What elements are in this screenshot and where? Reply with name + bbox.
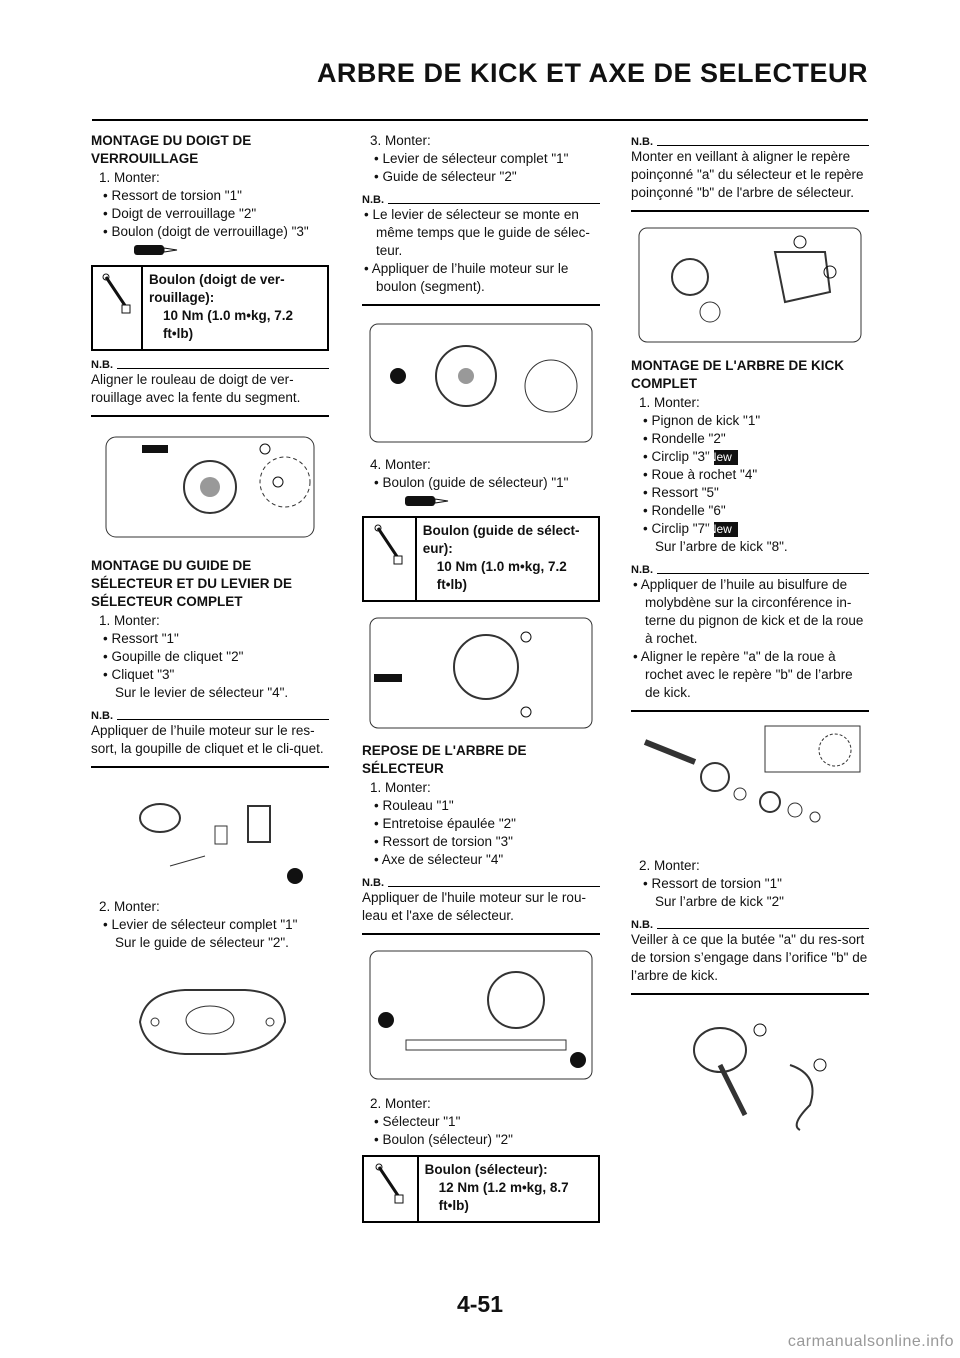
page-title: ARBRE DE KICK ET AXE DE SELECTEUR — [316, 58, 868, 88]
column-3: N.B. Monter en veillant à aligner le rep… — [631, 132, 869, 1145]
torque-box: Boulon (doigt de ver-rouillage): 10 Nm (… — [91, 265, 329, 351]
note-text: Monter en veillant à aligner le repère p… — [631, 148, 869, 212]
page-number: 4-51 — [456, 1291, 504, 1317]
note-text: Aligner le rouleau de doigt de ver-rouil… — [91, 371, 329, 417]
section-title-doigt: MONTAGE DU DOIGT DE VERROUILLAGE — [91, 133, 252, 166]
note-label: N.B. — [631, 136, 653, 148]
title-rule — [92, 119, 868, 121]
list-item: • Boulon (sélecteur) "2" — [374, 1132, 513, 1147]
list-item: • Entretoise épaulée "2" — [374, 816, 516, 831]
section-title-repose: REPOSE DE L'ARBRE DE SÉLECTEUR — [362, 743, 527, 776]
torque-wrench-icon — [364, 1157, 419, 1221]
step-2: 2. Monter: — [639, 858, 700, 873]
section-title-kick: MONTAGE DE L'ARBRE DE KICK COMPLET — [631, 358, 844, 391]
list-item: • Pignon de kick "1" — [643, 413, 761, 428]
torque-name: Boulon (guide de sélect-eur): — [422, 523, 580, 556]
note-item: • Le levier de sélecteur se monte en mêm… — [364, 207, 590, 258]
list-item: • Ressort de torsion "3" — [374, 834, 513, 849]
figure-selector-marks — [638, 227, 862, 343]
list-item-cont: Sur le guide de sélecteur "2". — [115, 935, 289, 950]
note-label: N.B. — [362, 194, 384, 206]
list-item-cont: Sur l’arbre de kick "2" — [655, 894, 784, 909]
list-item: • Levier de sélecteur complet "1" — [374, 151, 569, 166]
note-label: N.B. — [91, 710, 113, 722]
list-item-cont: Sur le levier de sélecteur "4". — [115, 685, 289, 700]
step-1: 1. Monter: — [99, 170, 160, 185]
figure-lock-finger — [105, 436, 315, 538]
torque-wrench-icon — [93, 267, 143, 349]
note-label: N.B. — [631, 919, 653, 931]
list-item: • Doigt de verrouillage "2" — [103, 206, 257, 221]
list-item: • Ressort de torsion "1" — [103, 188, 242, 203]
new-badge: New — [708, 521, 738, 537]
list-item: • Roue à rochet "4" — [643, 467, 758, 482]
note-item: • Aligner le repère "a" de la roue à roc… — [633, 649, 853, 700]
torque-box: Boulon (guide de sélect-eur): 10 Nm (1.0… — [362, 516, 600, 602]
figure-shift-shaft — [369, 950, 593, 1080]
figure-ratchet — [139, 803, 303, 884]
list-item: • Rondelle "6" — [643, 503, 726, 518]
list-item: • Levier de sélecteur complet "1" — [103, 917, 298, 932]
list-item: • Ressort "1" — [103, 631, 179, 646]
step-4: 4. Monter: — [370, 457, 431, 472]
note-block: N.B. • Appliquer de l’huile au bisulfure… — [631, 564, 869, 712]
list-item: • Rondelle "2" — [643, 431, 726, 446]
list-item: • Boulon (guide de sélecteur) "1" — [374, 475, 569, 490]
watermark: carmanualsonline.info — [787, 1333, 954, 1350]
step-1: 1. Monter: — [370, 780, 431, 795]
note-block: N.B. Monter en veillant à aligner le rep… — [631, 136, 869, 212]
figure-torsion-spring — [693, 1023, 827, 1131]
list-item: • Sélecteur "1" — [374, 1114, 461, 1129]
list-item: • Guide de sélecteur "2" — [374, 169, 517, 184]
note-block: N.B. Veiller à ce que la butée "a" du re… — [631, 919, 869, 995]
column-2: 3. Monter: • Levier de sélecteur complet… — [362, 132, 600, 1231]
note-text: Appliquer de l'huile moteur sur le rou-l… — [362, 889, 600, 935]
step-2: 2. Monter: — [99, 899, 160, 914]
threadlock-icon — [91, 241, 329, 259]
list-item: • Circlip "7"New — [631, 520, 869, 538]
figure-shift-guide-bolt — [369, 617, 593, 729]
list-item-cont: Sur l’arbre de kick "8". — [655, 539, 788, 554]
list-item: • Ressort de torsion "1" — [643, 876, 782, 891]
figure-shift-guide — [138, 989, 287, 1055]
list-item: • Rouleau "1" — [374, 798, 454, 813]
note-block: N.B. Appliquer de l’huile moteur sur le … — [91, 710, 329, 768]
torque-wrench-icon — [364, 518, 417, 600]
list-item: • Boulon (doigt de verrouillage) "3" — [103, 224, 309, 239]
torque-value: 10 Nm (1.0 m•kg, 7.2 ft•lb) — [436, 559, 567, 592]
step-1: 1. Monter: — [639, 395, 700, 410]
step-2: 2. Monter: — [370, 1096, 431, 1111]
threadlock-icon — [362, 492, 600, 510]
list-item: • Cliquet "3" — [103, 667, 175, 682]
list-item: • Ressort "5" — [643, 485, 719, 500]
step-1: 1. Monter: — [99, 613, 160, 628]
torque-box: Boulon (sélecteur): 12 Nm (1.2 m•kg, 8.7… — [362, 1155, 600, 1223]
note-block: N.B. • Le levier de sélecteur se monte e… — [362, 194, 600, 306]
note-text: Veiller à ce que la butée "a" du res-sor… — [631, 931, 869, 995]
figure-shift-lever — [369, 323, 593, 443]
note-label: N.B. — [91, 359, 113, 371]
list-item: • Circlip "3"New — [631, 448, 869, 466]
note-block: N.B. Appliquer de l'huile moteur sur le … — [362, 877, 600, 935]
note-item: • Appliquer de l’huile moteur sur le bou… — [364, 261, 569, 294]
note-label: N.B. — [362, 877, 384, 889]
list-item: • Axe de sélecteur "4" — [374, 852, 504, 867]
list-item: • Goupille de cliquet "2" — [103, 649, 244, 664]
torque-name: Boulon (doigt de ver-rouillage): — [148, 272, 285, 305]
step-3: 3. Monter: — [370, 133, 431, 148]
torque-value: 12 Nm (1.2 m•kg, 8.7 ft•lb) — [438, 1180, 569, 1213]
note-block: N.B. Aligner le rouleau de doigt de ver-… — [91, 359, 329, 417]
note-label: N.B. — [631, 564, 653, 576]
note-item: • Appliquer de l’huile au bisulfure de m… — [633, 577, 864, 646]
new-badge: New — [708, 449, 738, 465]
column-1: MONTAGE DU DOIGT DE VERROUILLAGE 1. Mont… — [91, 132, 329, 1082]
torque-value: 10 Nm (1.0 m•kg, 7.2 ft•lb) — [162, 308, 293, 341]
section-title-guide: MONTAGE DU GUIDE DE SÉLECTEUR ET DU LEVI… — [91, 558, 293, 609]
note-text: Appliquer de l’huile moteur sur le res-s… — [91, 722, 329, 768]
torque-name: Boulon (sélecteur): — [424, 1162, 548, 1177]
figure-kick-shaft-assembly — [643, 725, 861, 823]
